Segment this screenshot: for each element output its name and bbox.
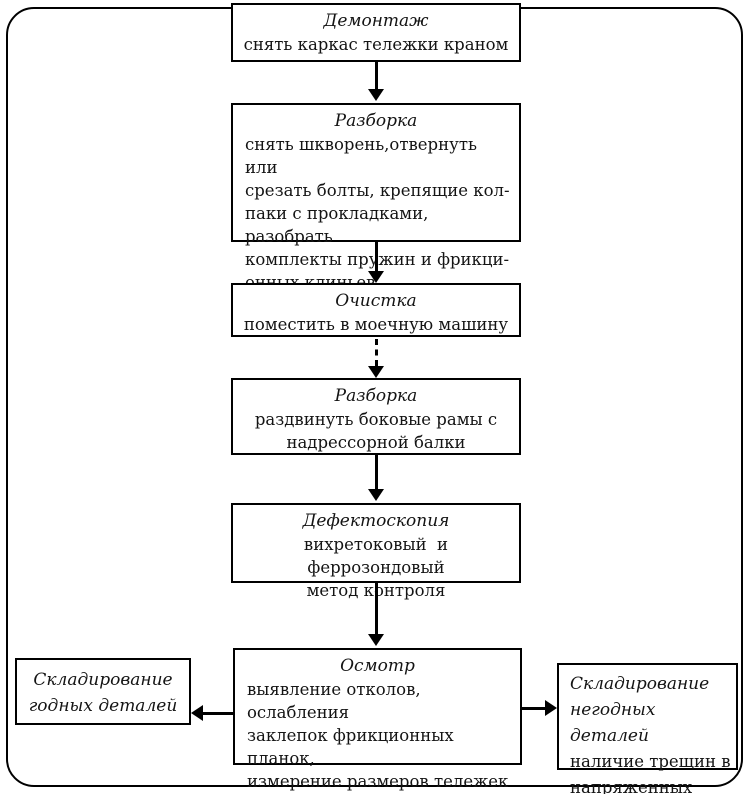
node-razborka-2-title: Разборка [334,386,418,406]
node-ochistka-title: Очистка [335,291,417,311]
arrowhead-left-icon [191,705,203,721]
node-sklad-godnye-title: Складирование годных деталей [28,670,178,716]
arrowhead-down-icon [368,89,384,101]
node-sklad-negodnye-title: Складирование негодных деталей [570,674,710,746]
arrow-osmotr-to-sklad-godnye [191,705,233,721]
node-demontazh-body: снять каркас тележки краном [243,35,509,54]
arrow-shaft-dashed [374,339,378,366]
arrow-shaft [374,242,378,271]
arrow-razborka1-to-ochistka [367,242,385,283]
node-razborka-2: Разборка раздвинуть боковые рамы с надре… [231,378,521,455]
arrow-shaft [521,706,545,710]
arrow-shaft [374,455,378,489]
arrow-shaft [374,62,378,89]
node-razborka-1-title: Разборка [334,111,418,131]
node-razborka-2-body: раздвинуть боковые рамы с надрессорной б… [254,410,498,452]
arrow-defektoskopiya-to-osmotr [367,583,385,646]
node-osmotr-title: Осмотр [340,656,415,676]
arrow-razborka2-to-defektoskopiya [367,455,385,501]
node-demontazh: Демонтаж снять каркас тележки краном [231,3,521,62]
node-ochistka: Очистка поместить в моечную машину [231,283,521,337]
arrowhead-down-icon [368,366,384,378]
arrowhead-down-icon [368,634,384,646]
arrow-shaft [203,711,233,715]
node-ochistka-body: поместить в моечную машину [243,315,509,334]
arrow-demontazh-to-razborka1 [367,62,385,101]
arrowhead-right-icon [545,700,557,716]
node-sklad-godnye: Складирование годных деталей [15,658,191,725]
node-sklad-negodnye: Складирование негодных деталей наличие т… [557,663,738,794]
arrow-osmotr-to-sklad-negodnye [521,700,557,716]
node-sklad-negodnye-body: наличие трещин в напряженных зонах [570,752,731,794]
node-osmotr-body: выявление отколов, ослабления заклепок ф… [247,680,509,791]
node-razborka-1-body: снять шкворень,отвернуть или срезать бол… [245,135,510,292]
node-demontazh-title: Демонтаж [323,11,429,31]
node-osmotr: Осмотр выявление отколов, ослабления зак… [233,648,522,791]
arrow-shaft [374,583,378,634]
node-razborka-1: Разборка снять шкворень,отвернуть или ср… [231,103,521,292]
arrow-ochistka-to-razborka2-dashed [367,339,385,378]
node-defektoskopiya-title: Дефектоскопия [302,511,450,531]
arrowhead-down-icon [368,271,384,283]
arrowhead-down-icon [368,489,384,501]
node-defektoskopiya: Дефектоскопия вихретоковый и феррозондов… [231,503,521,600]
node-defektoskopiya-body: вихретоковый и феррозондовый метод контр… [303,535,449,600]
